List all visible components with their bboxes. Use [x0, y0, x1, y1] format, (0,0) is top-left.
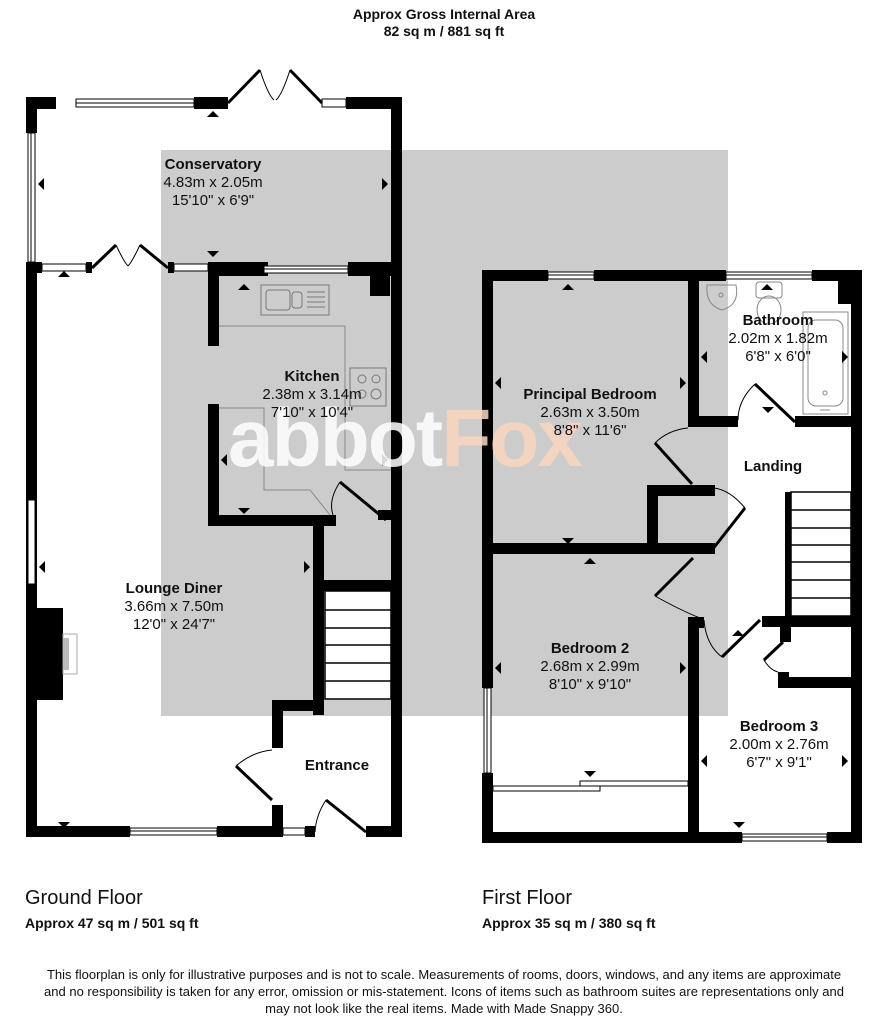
room-bedroom-3: Bedroom 3 2.00m x 2.76m 6'7" x 9'1"	[729, 718, 828, 772]
room-imperial: 7'10" x 10'4"	[270, 404, 354, 421]
floor-name: Ground Floor	[25, 887, 143, 909]
floor-area: Approx 35 sq m / 380 sq ft	[482, 915, 656, 931]
room-metric: 2.02m x 1.82m	[728, 330, 828, 347]
watermark-box	[161, 150, 728, 716]
title-line-1: Approx Gross Internal Area	[352, 6, 536, 22]
room-entrance: Entrance	[305, 757, 369, 775]
ground-floor-plan	[26, 68, 402, 837]
room-imperial: 6'8" x 6'0"	[745, 348, 811, 365]
room-imperial: 12'0" x 24'7"	[132, 616, 216, 633]
floor-name: First Floor	[482, 887, 572, 909]
room-name: Entrance	[304, 757, 370, 774]
room-imperial: 8'8" x 11'6"	[553, 422, 627, 439]
room-name: Bathroom	[742, 312, 814, 329]
room-name: Kitchen	[284, 368, 340, 385]
room-conservatory: Conservatory 4.83m x 2.05m 15'10" x 6'9"	[163, 156, 262, 210]
room-bathroom: Bathroom 2.02m x 1.82m 6'8" x 6'0"	[728, 312, 827, 366]
disclaimer-line-2: and no responsibility is taken for any e…	[44, 984, 844, 999]
room-metric: 4.83m x 2.05m	[163, 174, 263, 191]
room-imperial: 15'10" x 6'9"	[171, 192, 255, 209]
room-name: Conservatory	[164, 156, 262, 173]
room-metric: 3.66m x 7.50m	[124, 598, 224, 615]
room-kitchen: Kitchen 2.38m x 3.14m 7'10" x 10'4"	[262, 368, 361, 422]
room-principal-bedroom: Principal Bedroom 2.63m x 3.50m 8'8" x 1…	[523, 386, 656, 440]
first-floor-plan	[482, 270, 862, 843]
room-imperial: 6'7" x 9'1"	[746, 754, 812, 771]
room-bedroom-2: Bedroom 2 2.68m x 2.99m 8'10" x 9'10"	[540, 640, 639, 694]
room-name: Bedroom 3	[739, 718, 819, 735]
first-floor-caption: First Floor Approx 35 sq m / 380 sq ft	[482, 886, 656, 932]
room-landing: Landing	[744, 458, 802, 476]
room-metric: 2.00m x 2.76m	[729, 736, 829, 753]
room-metric: 2.68m x 2.99m	[540, 658, 640, 675]
gross-internal-area-title: Approx Gross Internal Area 82 sq m / 881…	[0, 6, 888, 40]
watermark-part-2: Fox	[441, 393, 583, 484]
room-metric: 2.63m x 3.50m	[540, 404, 640, 421]
disclaimer-line-1: This floorplan is only for illustrative …	[46, 967, 842, 982]
room-name: Lounge Diner	[125, 580, 223, 597]
disclaimer: This floorplan is only for illustrative …	[0, 966, 888, 1017]
room-name: Landing	[743, 458, 803, 475]
ground-floor-caption: Ground Floor Approx 47 sq m / 501 sq ft	[25, 886, 199, 932]
abbotfox-watermark: abbotFox	[228, 398, 583, 480]
disclaimer-line-3: may not look like the real items. Made w…	[265, 1001, 623, 1016]
room-imperial: 8'10" x 9'10"	[548, 676, 632, 693]
room-name: Bedroom 2	[550, 640, 630, 657]
watermark-part-1: abbot	[228, 393, 443, 484]
title-line-2: 82 sq m / 881 sq ft	[383, 23, 505, 39]
room-metric: 2.38m x 3.14m	[262, 386, 362, 403]
room-lounge-diner: Lounge Diner 3.66m x 7.50m 12'0" x 24'7"	[124, 580, 223, 634]
floor-area: Approx 47 sq m / 501 sq ft	[25, 915, 199, 931]
room-name: Principal Bedroom	[523, 386, 657, 403]
